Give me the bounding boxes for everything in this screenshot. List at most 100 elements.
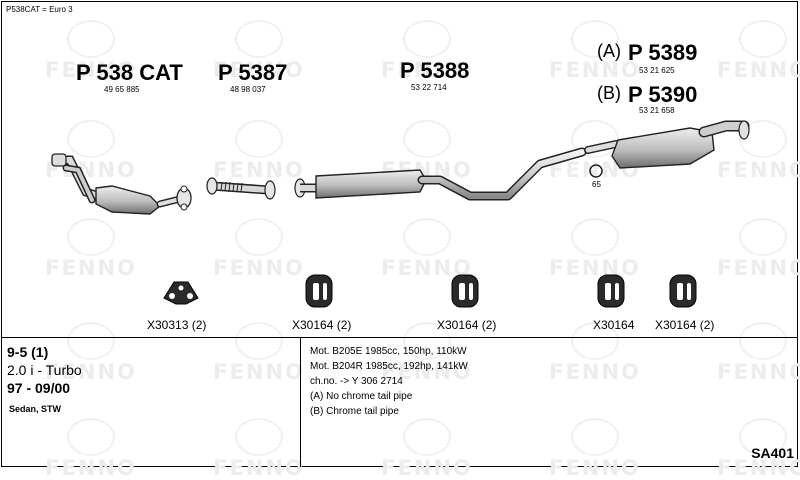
watermark-ring-icon [67, 20, 115, 58]
part-number-front-pipe[interactable]: P 5387 [218, 60, 288, 85]
watermark-text: FENNO [381, 58, 473, 82]
watermark-text: FENNO [717, 58, 800, 82]
oe-number-rear-silencer-b: 53 21 658 [639, 106, 675, 115]
rubber-mount-x30164-1[interactable] [305, 274, 333, 308]
watermark-ring-icon [571, 418, 619, 456]
catalytic-converter[interactable] [51, 153, 192, 215]
watermark-ring-icon [571, 322, 619, 360]
info-line: (A) No chrome tail pipe [310, 391, 413, 402]
fenno-watermark: FENNO [372, 20, 482, 81]
rubber-mount-x30164-2[interactable] [451, 274, 479, 308]
clamp-label-x30164-4: X30164 (2) [655, 318, 715, 332]
clamp-label-x30164-1: X30164 (2) [292, 318, 352, 332]
sealing-ring-label: 65 [592, 180, 601, 189]
fenno-watermark: FENNO [372, 322, 482, 383]
info-line: (B) Chrome tail pipe [310, 406, 399, 417]
watermark-ring-icon [739, 20, 787, 58]
vehicle-body-type: Sedan, STW [9, 404, 62, 414]
fenno-watermark: FENNO [204, 322, 314, 383]
clamp-label-x30164-2: X30164 (2) [437, 318, 497, 332]
watermark-ring-icon [403, 20, 451, 58]
watermark-text: FENNO [381, 360, 473, 384]
fenno-watermark: FENNO [204, 20, 314, 81]
fenno-watermark: FENNO [36, 218, 146, 279]
watermark-ring-icon [739, 218, 787, 256]
watermark-ring-icon [571, 20, 619, 58]
fenno-watermark: FENNO [540, 120, 650, 181]
info-line: Mot. B205E 1985cc, 150hp, 110kW [310, 346, 467, 357]
watermark-text: FENNO [717, 360, 800, 384]
part-number-cat[interactable]: P 538 CAT [76, 60, 183, 85]
watermark-ring-icon [235, 120, 283, 158]
fenno-watermark: FENNO [708, 20, 800, 81]
fenno-watermark: FENNO [36, 20, 146, 81]
middle-silencer[interactable] [294, 147, 587, 201]
watermark-text: FENNO [549, 158, 641, 182]
watermark-ring-icon [739, 120, 787, 158]
fenno-watermark: FENNO [708, 120, 800, 181]
oe-number-cat: 49 65 885 [104, 85, 140, 94]
watermark-ring-icon [403, 120, 451, 158]
diagram-code: SA401 [751, 445, 794, 461]
part-number-middle-silencer[interactable]: P 5388 [400, 58, 470, 83]
oe-number-rear-silencer-a: 53 21 625 [639, 66, 675, 75]
watermark-ring-icon [235, 20, 283, 58]
rear-silencer[interactable] [584, 120, 750, 169]
watermark-text: FENNO [213, 58, 305, 82]
watermark-ring-icon [571, 218, 619, 256]
watermark-text: FENNO [549, 256, 641, 280]
watermark-text: FENNO [549, 58, 641, 82]
watermark-ring-icon [739, 322, 787, 360]
watermark-ring-icon [67, 120, 115, 158]
info-line: Mot. B204R 1985cc, 192hp, 141kW [310, 361, 468, 372]
vehicle-years: 97 - 09/00 [7, 380, 71, 396]
watermark-ring-icon [67, 322, 115, 360]
fenno-watermark: FENNO [204, 120, 314, 181]
fenno-watermark: FENNO [204, 218, 314, 279]
oe-number-front-pipe: 48 98 037 [230, 85, 266, 94]
clamp-label-x30164-3: X30164 [593, 318, 635, 332]
watermark-text: FENNO [213, 360, 305, 384]
watermark-text: FENNO [717, 256, 800, 280]
vehicle-model: 9-5 (1) [7, 344, 49, 360]
watermark-ring-icon [403, 418, 451, 456]
clamp-label-x30313: X30313 (2) [147, 318, 207, 332]
watermark-text: FENNO [213, 256, 305, 280]
fenno-watermark: FENNO [708, 322, 800, 383]
rubber-mount-x30313[interactable] [163, 281, 199, 305]
oe-number-middle-silencer: 53 22 714 [411, 83, 447, 92]
fenno-watermark: FENNO [540, 322, 650, 383]
watermark-text: FENNO [45, 360, 137, 384]
watermark-ring-icon [235, 218, 283, 256]
watermark-ring-icon [67, 418, 115, 456]
engine-info: Mot. B205E 1985cc, 150hp, 110kW Mot. B20… [310, 344, 468, 419]
watermark-ring-icon [571, 120, 619, 158]
watermark-text: FENNO [717, 158, 800, 182]
watermark-ring-icon [403, 218, 451, 256]
part-number-rear-silencer-b[interactable]: P 5390 [628, 82, 698, 107]
drawing-frame [1, 1, 798, 467]
watermark-ring-icon [235, 322, 283, 360]
fenno-watermark: FENNO [540, 20, 650, 81]
watermark-text: FENNO [45, 256, 137, 280]
watermark-text: FENNO [45, 58, 137, 82]
watermark-ring-icon [403, 322, 451, 360]
fenno-watermark: FENNO [36, 322, 146, 383]
front-pipe[interactable] [206, 177, 276, 200]
watermark-text: FENNO [381, 256, 473, 280]
sealing-ring[interactable] [589, 164, 603, 178]
watermark-ring-icon [67, 218, 115, 256]
exhaust-system-drawing [51, 120, 750, 308]
part-number-rear-silencer-a[interactable]: P 5389 [628, 40, 698, 65]
info-panel: 9-5 (1) 2.0 i - Turbo 97 - 09/00 Sedan, … [1, 337, 798, 468]
header-note: P538CAT = Euro 3 [6, 5, 73, 14]
watermark-text: FENNO [549, 360, 641, 384]
fenno-watermark: FENNO [372, 218, 482, 279]
fenno-watermark: FENNO [708, 218, 800, 279]
variant-label-a: (A) [597, 41, 621, 61]
panel-divider [300, 338, 301, 467]
rubber-mount-x30164-3[interactable] [597, 274, 625, 308]
watermark-ring-icon [739, 418, 787, 456]
vehicle-engine: 2.0 i - Turbo [7, 362, 82, 378]
rubber-mount-x30164-4[interactable] [669, 274, 697, 308]
